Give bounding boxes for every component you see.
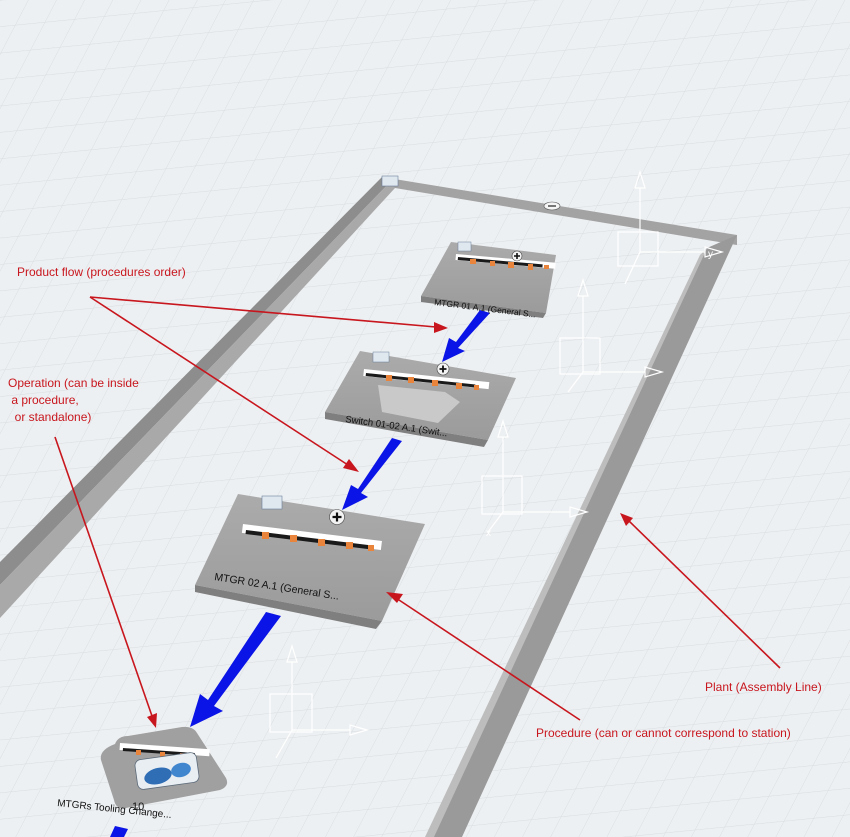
axis-gizmo bbox=[269, 643, 370, 759]
procedure-card[interactable]: MTGR 02 A.1 (General S... bbox=[195, 494, 425, 629]
axis-gizmo bbox=[481, 418, 590, 533]
annotation-plant: Plant (Assembly Line) bbox=[705, 680, 822, 694]
plant-icon[interactable] bbox=[381, 175, 399, 187]
procedure-thumbnail bbox=[363, 369, 490, 390]
procedure-thumbnail bbox=[455, 254, 556, 270]
procedure-icon bbox=[457, 241, 472, 252]
axis-label-y: y bbox=[708, 249, 713, 260]
flow-arrow bbox=[442, 310, 490, 362]
annotation-pointers bbox=[54, 296, 781, 728]
flow-arrow bbox=[110, 826, 128, 837]
procedure-card[interactable]: MTGR 01 A.1 (General S... bbox=[421, 241, 556, 319]
operation-number: 10 bbox=[132, 801, 144, 813]
flow-arrow bbox=[190, 612, 281, 727]
procedure-icon bbox=[261, 495, 283, 510]
axis-label-x: x bbox=[486, 528, 491, 539]
axis-gizmo bbox=[559, 277, 665, 393]
procedure-icon bbox=[372, 351, 390, 363]
annotation-product-flow: Product flow (procedures order) bbox=[17, 265, 186, 279]
annotation-procedure: Procedure (can or cannot correspond to s… bbox=[536, 726, 791, 740]
plant-frame[interactable] bbox=[0, 175, 737, 837]
flow-arrows bbox=[110, 310, 490, 837]
operation-card[interactable]: 10 MTGRs Tooling Change... bbox=[57, 726, 228, 821]
annotation-operation: Operation (can be inside a procedure, or… bbox=[8, 376, 139, 424]
axis-gizmos bbox=[269, 169, 725, 759]
axis-gizmo bbox=[617, 169, 725, 285]
flow-arrow bbox=[342, 438, 402, 510]
procedure-thumbnail bbox=[241, 524, 382, 551]
